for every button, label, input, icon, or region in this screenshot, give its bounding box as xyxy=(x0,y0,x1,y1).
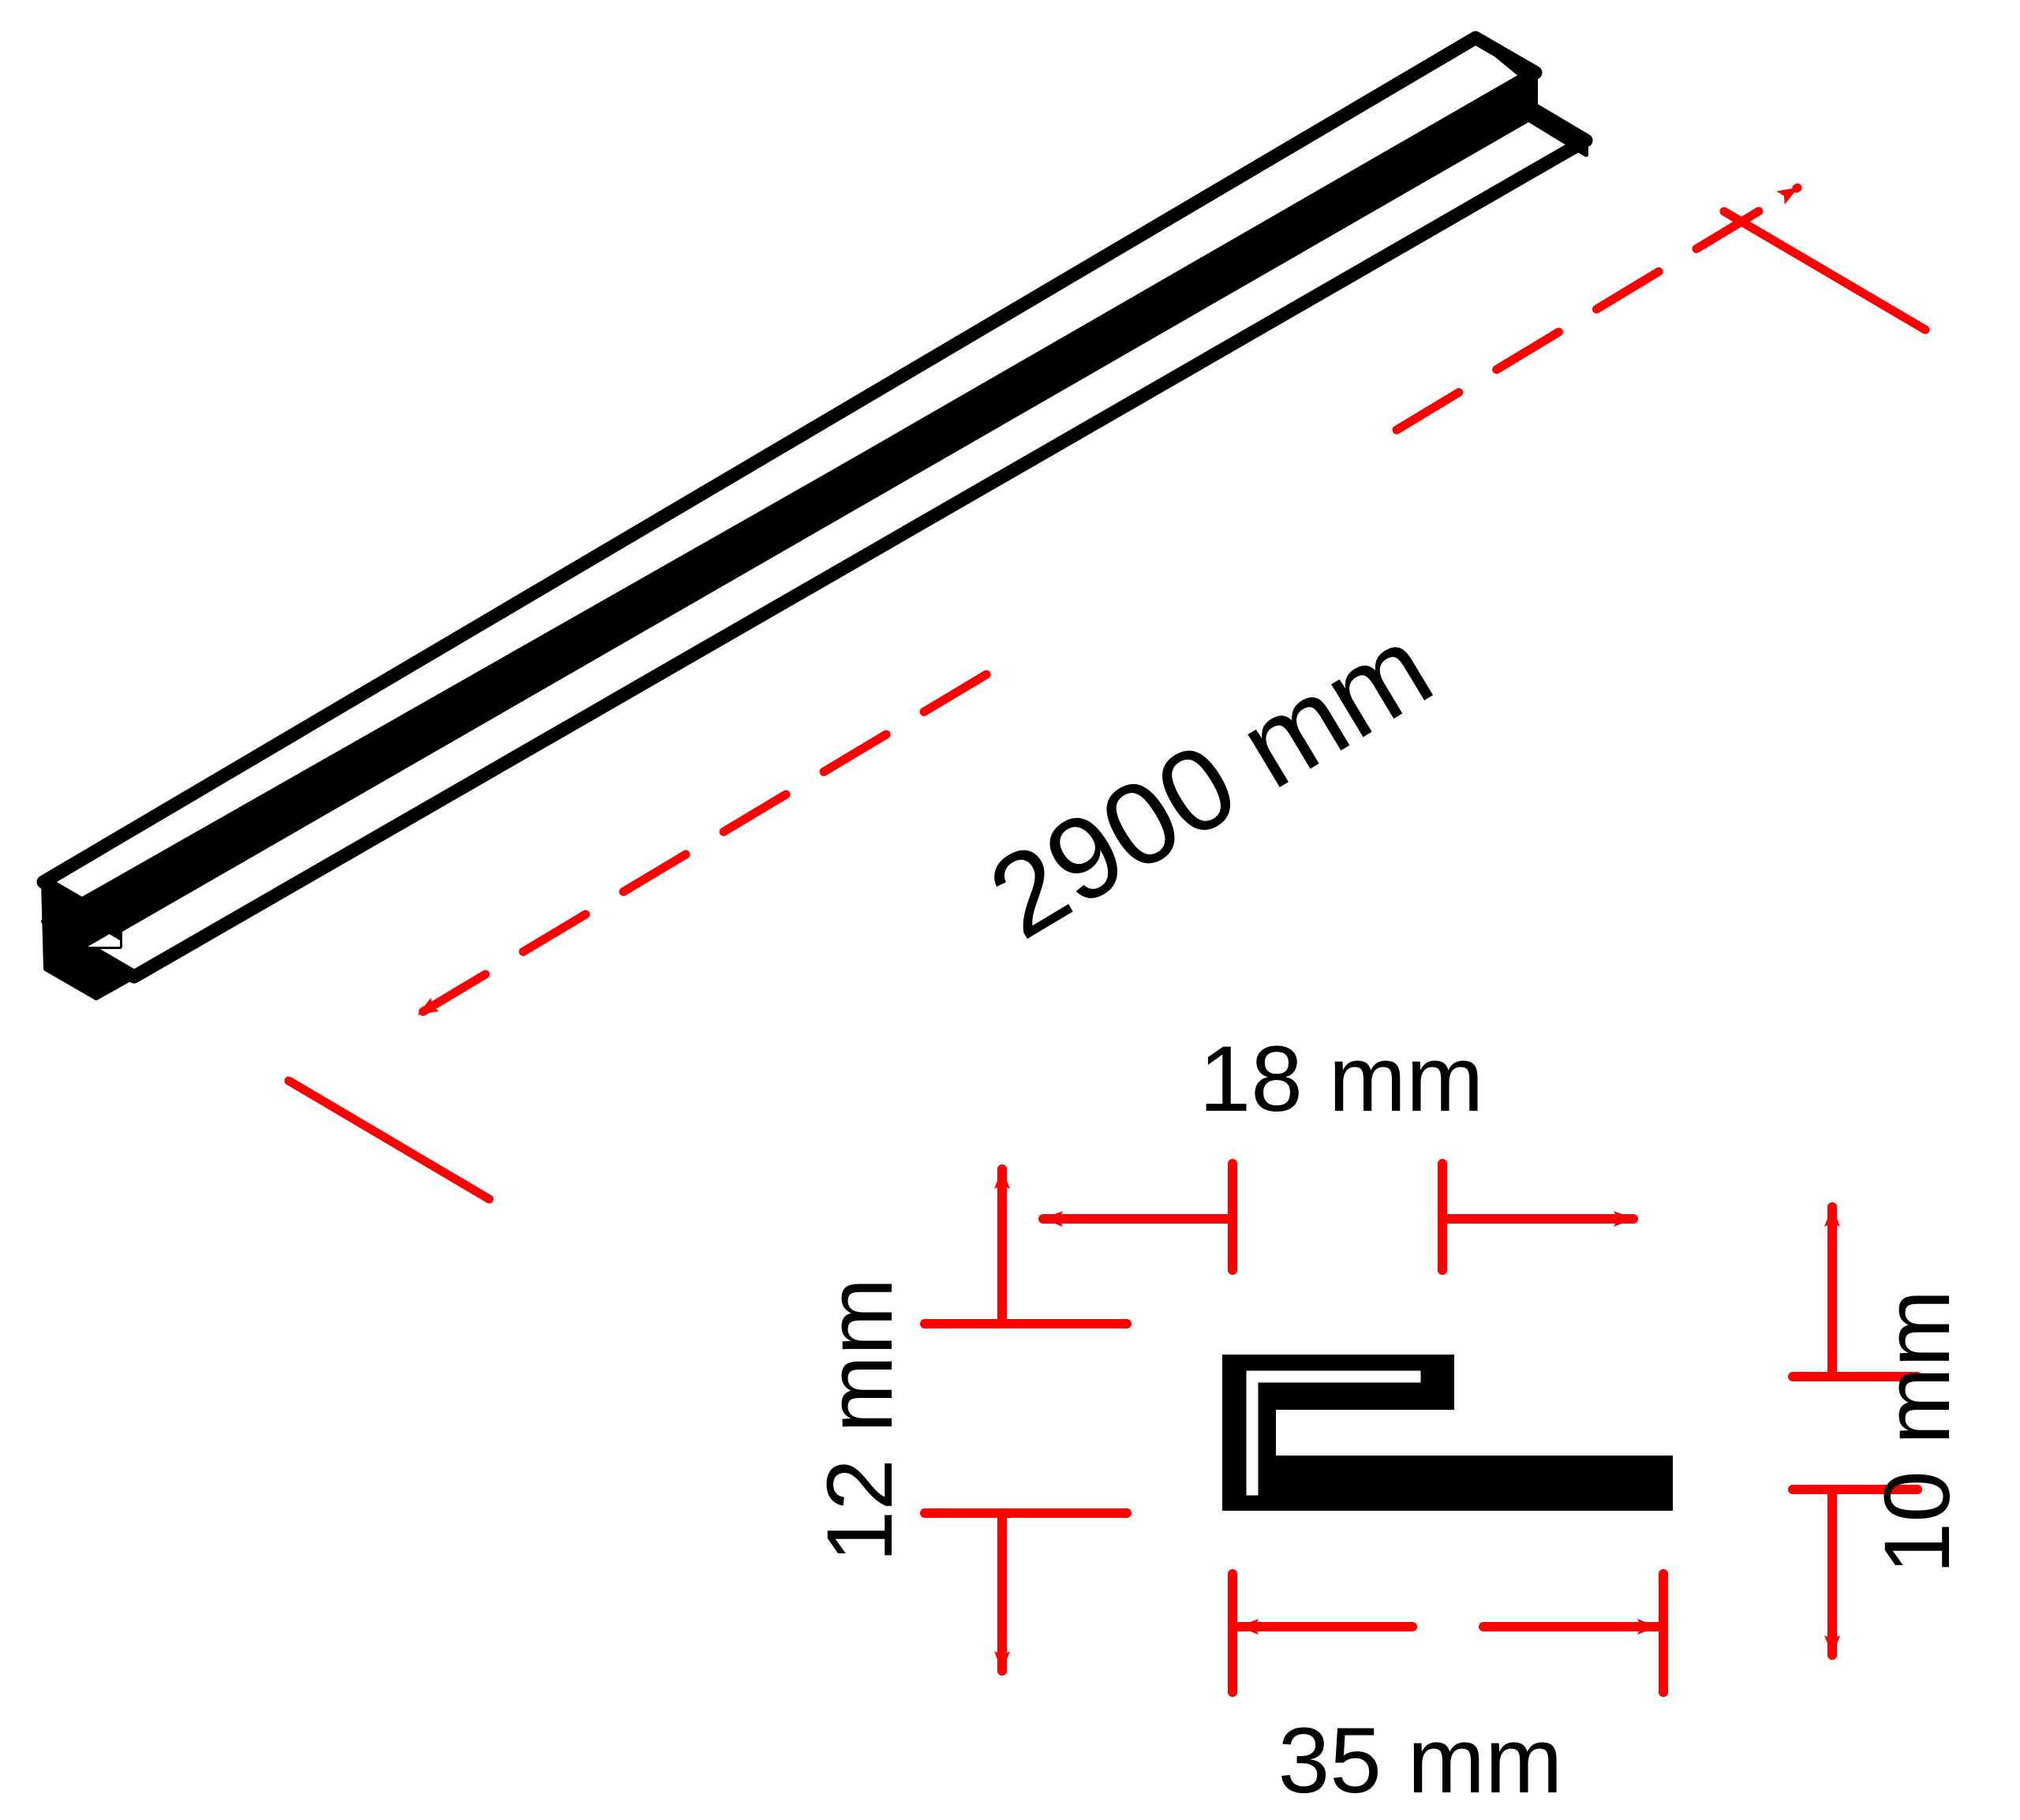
length-ext-line-right xyxy=(1719,207,1930,334)
overall-height-dimension-group: 12 mm xyxy=(808,1164,1132,1676)
profile-outline xyxy=(1222,1355,1673,1511)
inner-height-dimension-group: 10 mm xyxy=(1788,1202,1970,1660)
iso-web-face xyxy=(76,103,1593,984)
bottom-flange-dimension-group: 35 mm xyxy=(1228,1569,1668,1813)
top-flange-dimension-group: 18 mm xyxy=(1038,1027,1638,1275)
cross-section-profile xyxy=(1222,1355,1673,1511)
profile-inner-highlight xyxy=(1246,1370,1421,1496)
length-dimension-leader-upper xyxy=(1392,183,1802,435)
length-ext-line-left xyxy=(284,1076,494,1204)
top-flange-dimension-label: 18 mm xyxy=(1199,1027,1484,1131)
isometric-extrusion-view xyxy=(36,31,1593,1000)
inner-height-dimension-label: 10 mm xyxy=(1865,1290,1970,1575)
iso-flange-rib xyxy=(41,70,1538,949)
bottom-flange-dimension-label: 35 mm xyxy=(1278,1709,1563,1813)
length-dimension-label: 2900 mm xyxy=(968,601,1453,963)
overall-height-dimension-label: 12 mm xyxy=(808,1278,912,1563)
